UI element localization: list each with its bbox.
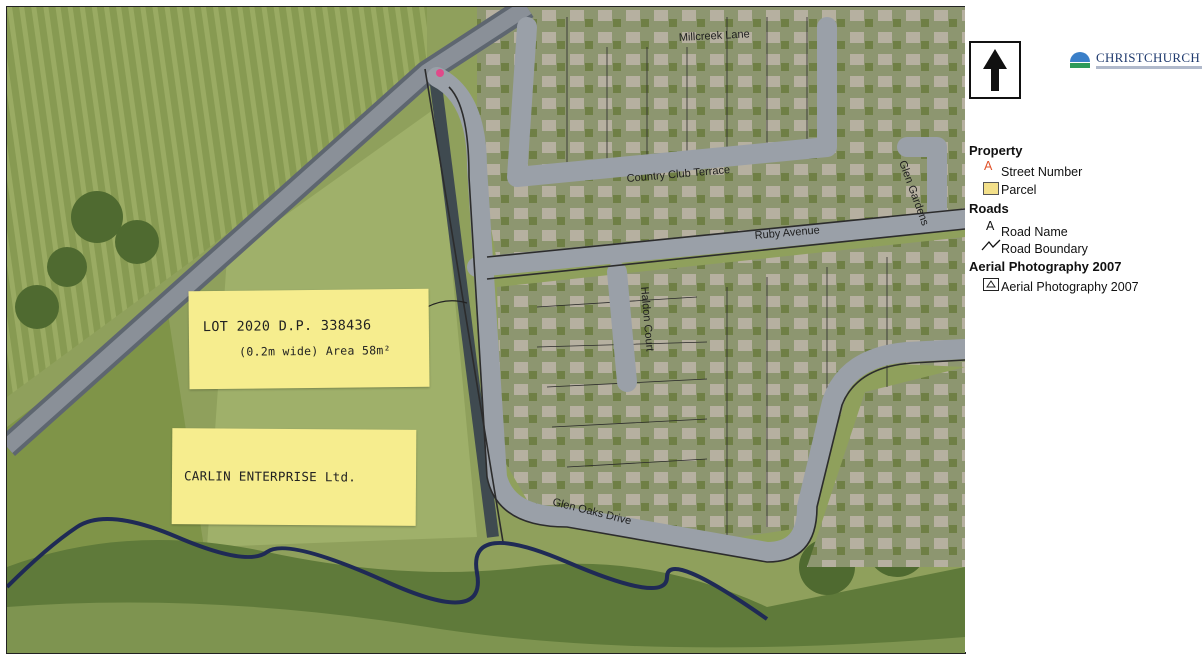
subdivision-north [477, 7, 965, 262]
road-label-haldon: Haldon Court [638, 286, 656, 352]
street-number-marker [436, 69, 444, 77]
road-label-millcreek: Millcreek Lane [679, 28, 750, 44]
owner-note-text: CARLIN ENTERPRISE Ltd. [183, 468, 357, 485]
north-arrow-icon [969, 41, 1021, 99]
legend-roads-heading: Roads [969, 201, 1009, 216]
road-boundaries [424, 68, 965, 563]
lower-field [7, 602, 965, 653]
map-legend: CHRISTCHURCH Property A Street Number Pa… [965, 6, 1203, 652]
aerial-photo-icon [983, 278, 999, 291]
legend-street-number: Street Number [1001, 165, 1083, 179]
lot-note-line1: LOT 2020 D.P. 338436 [202, 317, 372, 336]
lot-note-line2: (0.2m wide) Area 58m² [239, 343, 391, 359]
crop-field [7, 7, 427, 397]
legend-road-name: Road Name [1001, 225, 1068, 239]
main-road-surface [7, 7, 532, 453]
council-logo-subtitle [1096, 66, 1202, 69]
aerial-map-canvas: Millcreek Lane Country Club Terrace Ruby… [7, 7, 965, 653]
legend-parcel: Parcel [1001, 183, 1037, 197]
paddock-west [7, 307, 207, 607]
stream [7, 517, 769, 621]
owner-note: CARLIN ENTERPRISE Ltd. [171, 428, 417, 526]
street-number-symbol: A [984, 159, 993, 173]
legend-property-heading: Property [969, 143, 1023, 158]
aerial-map[interactable]: Millcreek Lane Country Club Terrace Ruby… [6, 6, 966, 654]
note-leader-line [426, 300, 468, 308]
council-logo: CHRISTCHURCH [1068, 48, 1202, 72]
council-logo-icon [1070, 52, 1090, 68]
lot-note: LOT 2020 D.P. 338436 (0.2m wide) Area 58… [188, 288, 430, 390]
legend-aerial-heading: Aerial Photography 2007 [969, 259, 1122, 274]
road-label-ruby: Ruby Avenue [754, 224, 820, 242]
legend-aerial: Aerial Photography 2007 [1001, 280, 1139, 294]
parcel-swatch [983, 182, 999, 195]
subdivision-roads [427, 17, 965, 562]
subdivision-east [807, 367, 965, 567]
legend-road-boundary: Road Boundary [1001, 242, 1088, 256]
road-boundary-symbol [981, 239, 1001, 251]
road-name-symbol: A [986, 219, 995, 233]
council-logo-text: CHRISTCHURCH [1096, 50, 1201, 65]
